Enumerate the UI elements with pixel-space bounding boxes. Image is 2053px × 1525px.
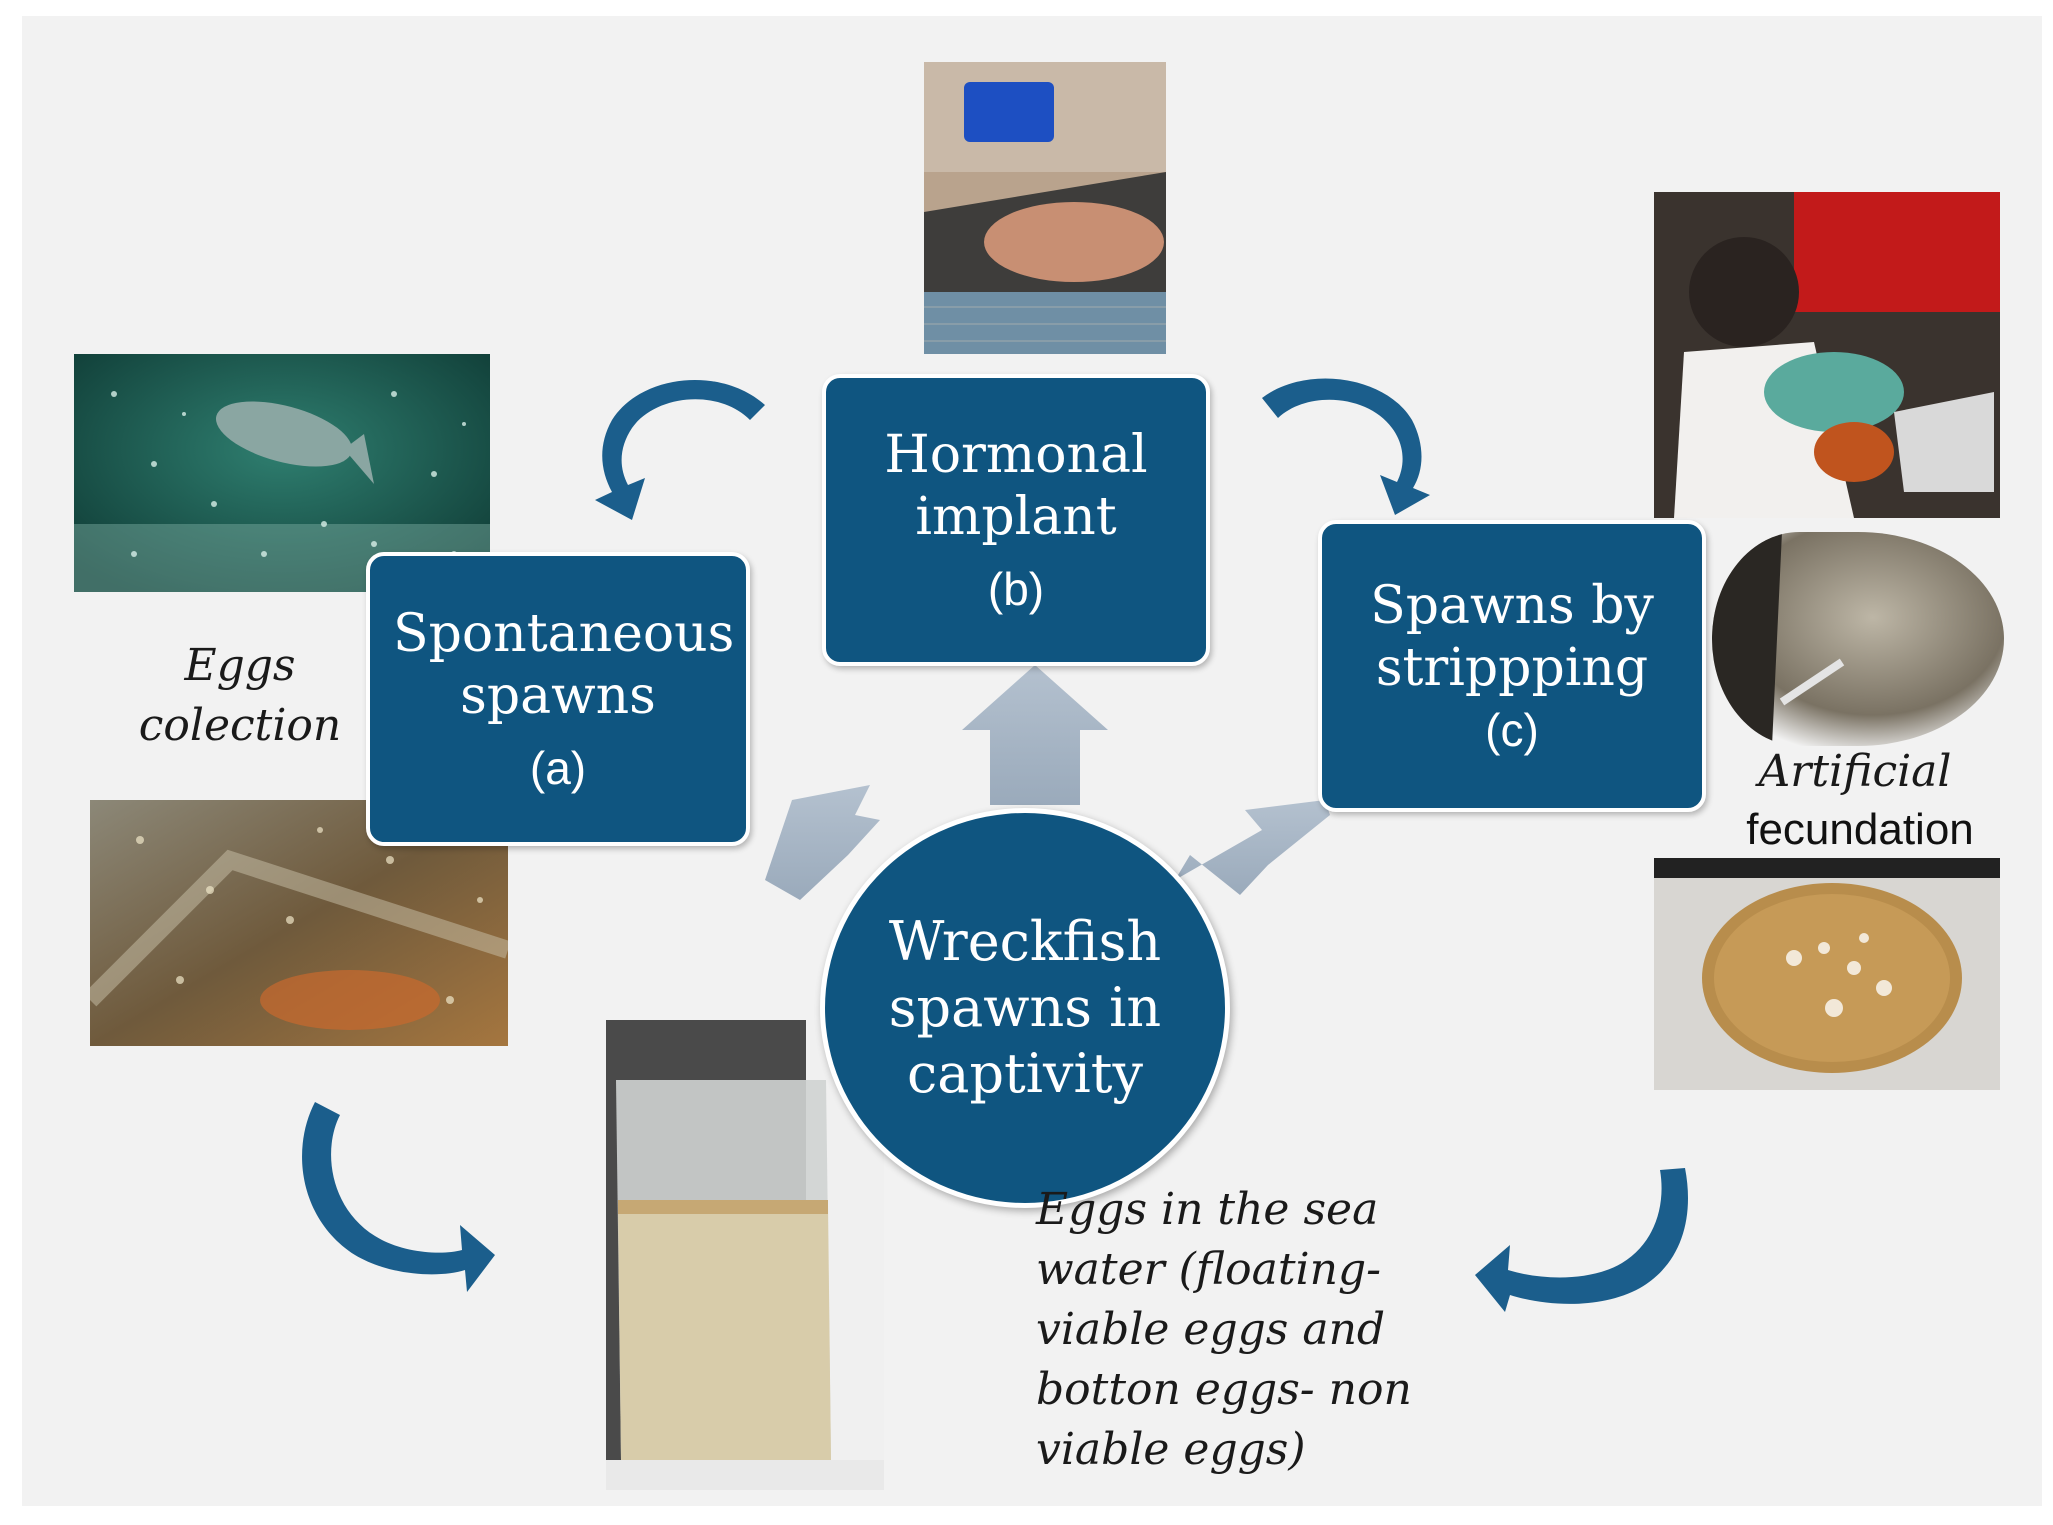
spontaneous-spawns-letter: (a)	[529, 742, 587, 794]
hormonal-implant-photo	[924, 62, 1166, 354]
hormonal-implant-box: Hormonal implant (b)	[822, 374, 1210, 666]
artificial-caption: Artificial	[1758, 746, 1952, 797]
fecundation-caption: fecundation	[1746, 805, 1974, 854]
hormonal-implant-letter: (b)	[987, 563, 1045, 615]
sea-water-eggs-caption: Eggs in the sea water (floating- viable …	[1036, 1184, 1412, 1475]
spontaneous-spawns-box: Spontaneous spawns (a)	[366, 552, 750, 846]
center-label: Wreckfish spawns in captivity	[888, 910, 1162, 1105]
eggs-in-bowl-photo	[1654, 858, 2000, 1090]
spawns-by-stripping-box: Spawns by strippping (c)	[1318, 520, 1706, 812]
hormonal-implant-title: Hormonal implant	[884, 425, 1148, 547]
spawns-by-stripping-letter: (c)	[1485, 704, 1539, 756]
eggs-collection-caption: Eggs colection	[138, 640, 342, 751]
eggs-on-net-photo	[90, 800, 508, 1046]
spawns-by-stripping-title: Spawns by strippping	[1370, 576, 1654, 698]
spontaneous-spawns-title: Spontaneous spawns	[393, 604, 735, 726]
eggs-in-beaker-photo	[606, 1020, 884, 1490]
stripping-team-photo	[1654, 192, 2000, 518]
wreckfish-center-circle: Wreckfish spawns in captivity	[820, 808, 1230, 1208]
fish-skin-stripping-photo	[1712, 532, 2004, 746]
